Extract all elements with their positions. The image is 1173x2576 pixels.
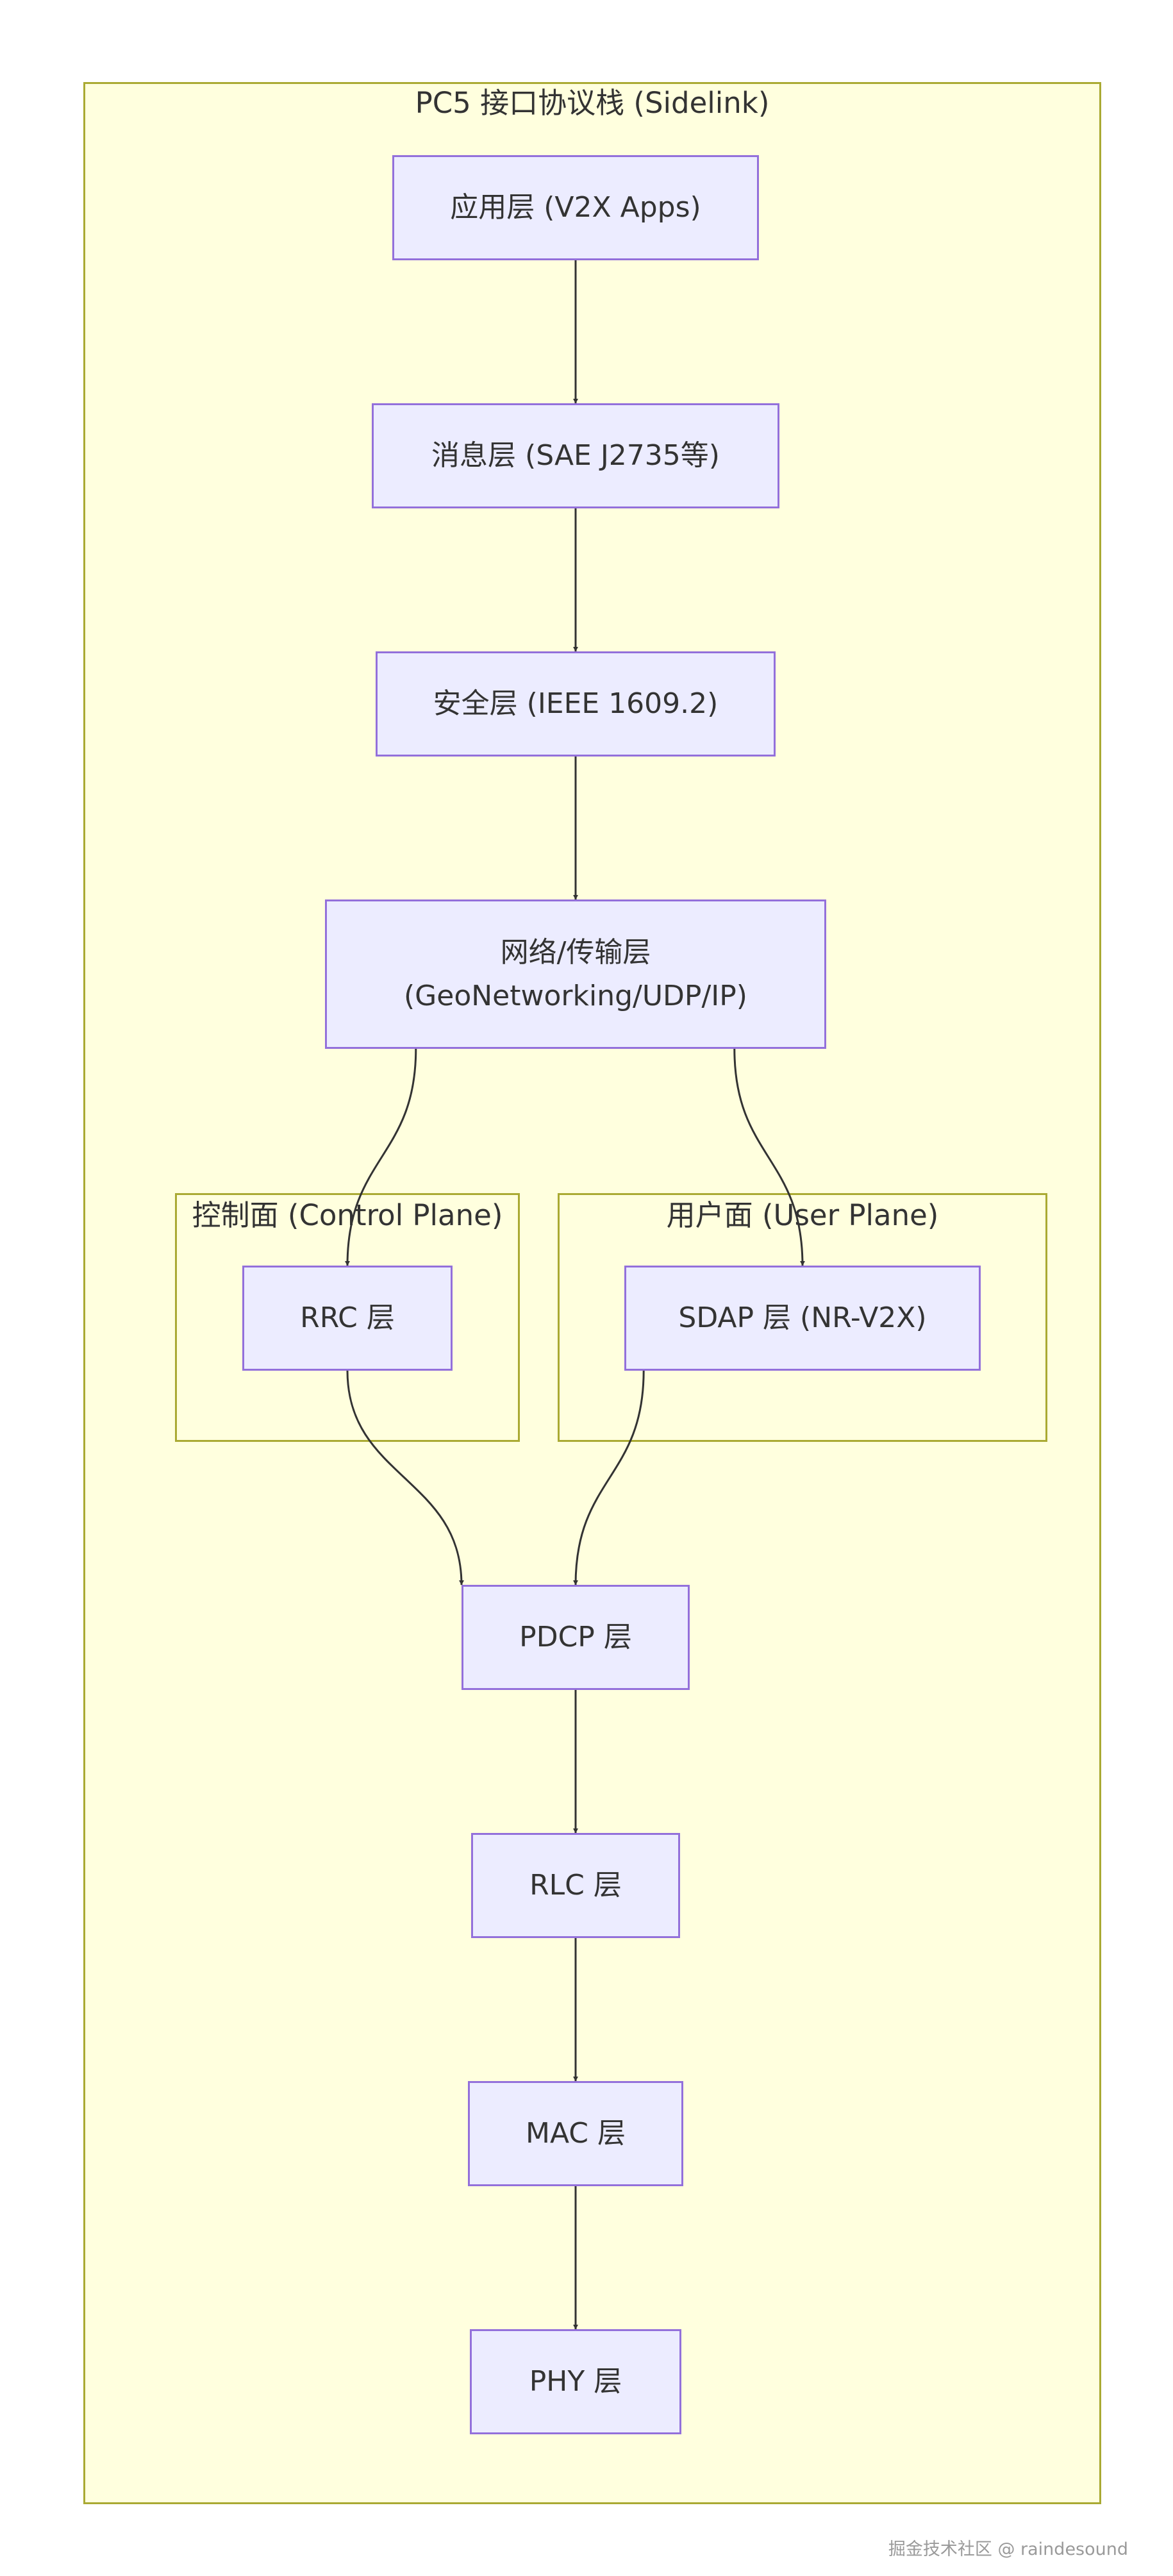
node-message-label: 消息层 (SAE J2735等) xyxy=(431,439,720,472)
node-phy-layer: PHY 层 xyxy=(470,2329,681,2434)
node-mac-label: MAC 层 xyxy=(526,2117,626,2150)
node-application-layer: 应用层 (V2X Apps) xyxy=(392,155,759,260)
node-security-label: 安全层 (IEEE 1609.2) xyxy=(433,687,719,720)
node-security-layer: 安全层 (IEEE 1609.2) xyxy=(376,651,776,757)
node-rlc-layer: RLC 层 xyxy=(471,1833,680,1938)
node-pdcp-layer: PDCP 层 xyxy=(462,1585,690,1690)
watermark-text: 掘金技术社区 @ raindesound xyxy=(888,2539,1128,2559)
node-sdap-layer: SDAP 层 (NR-V2X) xyxy=(624,1266,981,1371)
node-sdap-label: SDAP 层 (NR-V2X) xyxy=(678,1301,927,1334)
node-application-label: 应用层 (V2X Apps) xyxy=(450,191,701,224)
edge-sdap-to-pdcp xyxy=(573,1370,645,1585)
node-network-transport-layer: 网络/传输层 (GeoNetworking/UDP/IP) xyxy=(325,899,826,1049)
cluster-pc5-title: PC5 接口协议栈 (Sidelink) xyxy=(415,86,770,120)
node-pdcp-label: PDCP 层 xyxy=(519,1621,632,1653)
node-mac-layer: MAC 层 xyxy=(468,2081,683,2186)
cluster-control-title: 控制面 (Control Plane) xyxy=(192,1198,503,1232)
node-rlc-label: RLC 层 xyxy=(529,1869,622,1902)
node-network-label-line2: (GeoNetworking/UDP/IP) xyxy=(404,979,747,1012)
node-phy-label: PHY 层 xyxy=(529,2365,622,2398)
cluster-user-title: 用户面 (User Plane) xyxy=(666,1198,939,1232)
edge-rrc-to-pdcp xyxy=(346,1370,464,1585)
node-rrc-layer: RRC 层 xyxy=(242,1266,453,1371)
edge-net-to-sdap xyxy=(733,1048,805,1266)
edge-net-to-rrc xyxy=(345,1048,417,1266)
node-network-label-line1: 网络/传输层 xyxy=(500,935,651,969)
node-message-layer: 消息层 (SAE J2735等) xyxy=(372,403,779,508)
node-rrc-label: RRC 层 xyxy=(300,1301,395,1334)
